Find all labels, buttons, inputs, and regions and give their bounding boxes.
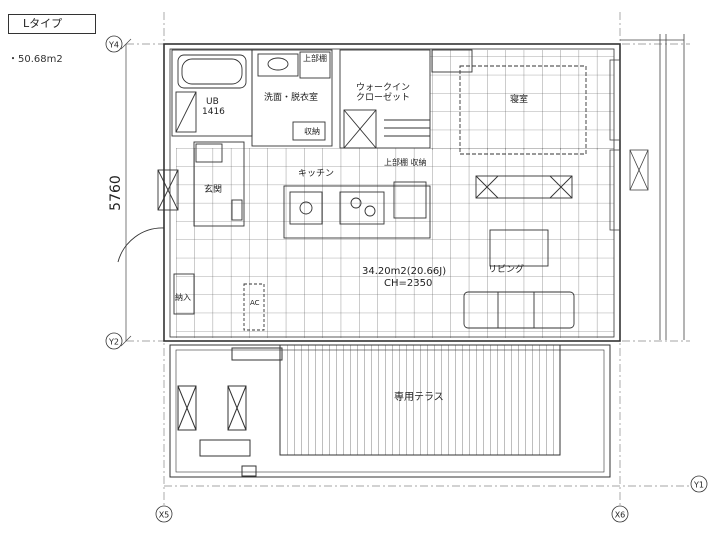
room-label-ub-size: 1416 xyxy=(202,107,225,117)
room-label-terrace: 専用テラス xyxy=(394,391,444,403)
floor-tiles xyxy=(176,148,614,338)
svg-text:X5: X5 xyxy=(159,511,170,520)
unit-type-label: Lタイプ xyxy=(8,14,96,34)
terrace xyxy=(169,344,611,478)
grid-bubble-x5: X5 xyxy=(155,505,173,523)
grid-bubble-y4: Y4 xyxy=(105,35,123,53)
svg-text:Y2: Y2 xyxy=(108,338,119,347)
grid-bubble-y1: Y1 xyxy=(690,475,708,493)
window-frame xyxy=(609,34,685,340)
unit-bath xyxy=(171,49,253,137)
room-label-walk-in: ウォークイン xyxy=(356,82,410,93)
floor-tiles-upper xyxy=(430,50,614,150)
room-label-ac: AC xyxy=(250,299,260,307)
room-label-kitchen: キッチン xyxy=(298,168,334,179)
room-label-ub: UB xyxy=(206,97,219,107)
entrance xyxy=(117,141,245,315)
room-label-living: リビング xyxy=(488,263,524,275)
kitchen-counter xyxy=(283,181,431,239)
svg-text:Y1: Y1 xyxy=(693,481,704,490)
room-label-entrance: 玄関 xyxy=(204,183,222,195)
dimension-text: 5760 xyxy=(108,175,124,211)
washroom xyxy=(251,49,333,147)
bedroom xyxy=(431,49,587,199)
room-label-upper-shelf-storage: 上部棚 収納 xyxy=(384,157,427,167)
svg-text:X6: X6 xyxy=(615,511,626,520)
grid-bubble-y2: Y2 xyxy=(105,332,123,350)
ceiling-height-text: CH=2350 xyxy=(384,278,432,289)
room-label-storage: 収納 xyxy=(304,126,320,136)
grid-bubble-x6: X6 xyxy=(611,505,629,523)
dimension-line xyxy=(120,38,132,347)
room-label-closet: クローゼット xyxy=(356,91,410,103)
svg-text:Y4: Y4 xyxy=(108,41,119,50)
room-label-upper-cabinet: 上部棚 xyxy=(303,53,327,63)
room-label-inlet: 納入 xyxy=(175,292,191,302)
unit-area-label: ・50.68m2 xyxy=(8,54,63,65)
room-label-washroom: 洗面・脱衣室 xyxy=(264,91,318,103)
living-furniture xyxy=(243,229,575,331)
living-area-text: 34.20m2(20.66J) xyxy=(362,266,446,277)
walk-in-closet xyxy=(339,49,431,149)
room-label-bedroom: 寝室 xyxy=(510,93,528,105)
